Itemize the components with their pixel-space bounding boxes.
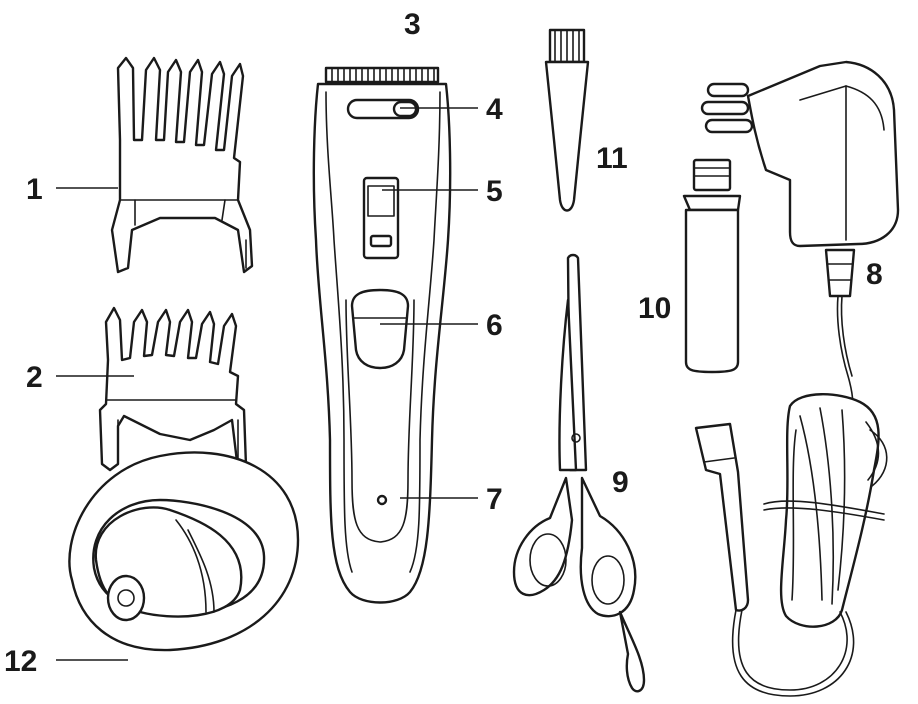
comb-attachment-short	[98, 306, 248, 472]
charging-stand	[68, 451, 300, 652]
adapter-connector	[682, 158, 742, 374]
release-button	[350, 288, 410, 370]
label-3: 3	[404, 8, 421, 41]
plug-prongs	[700, 82, 754, 134]
power-switch	[362, 176, 400, 260]
label-2: 2	[26, 361, 43, 394]
label-10: 10	[638, 292, 671, 325]
label-11: 11	[596, 142, 628, 175]
length-adjust-slider	[346, 98, 420, 120]
power-adapter	[694, 60, 900, 697]
scissors	[512, 253, 646, 693]
hair-clipper	[312, 66, 452, 604]
blade-teeth	[331, 67, 435, 83]
label-8: 8	[866, 258, 883, 291]
label-9: 9	[612, 466, 629, 499]
label-1: 1	[26, 173, 43, 206]
label-7: 7	[486, 483, 503, 516]
label-4: 4	[486, 93, 503, 126]
label-12: 12	[4, 645, 37, 678]
label-5: 5	[486, 175, 503, 208]
charge-indicator-light	[376, 494, 388, 506]
comb-attachment-long	[110, 56, 254, 274]
label-6: 6	[486, 309, 503, 342]
leader-lines	[56, 107, 478, 661]
cleaning-brush	[544, 28, 590, 212]
